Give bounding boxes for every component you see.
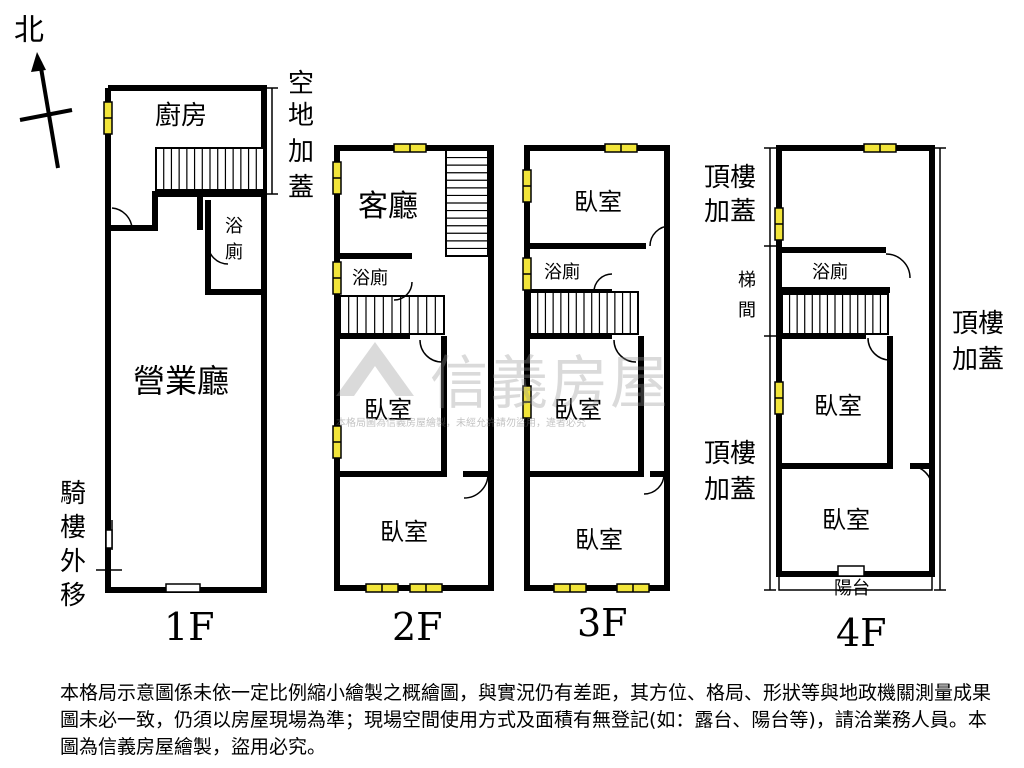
room-label-bedroom-2f-1: 臥室 bbox=[364, 396, 412, 424]
room-label-bedroom-2f-2: 臥室 bbox=[380, 518, 428, 546]
window-2f-west-3 bbox=[332, 425, 342, 459]
room-label-bath-2f: 浴廁 bbox=[352, 267, 388, 289]
window-2f-south-2 bbox=[409, 583, 443, 593]
window-3f-south-2 bbox=[616, 583, 650, 593]
window-4f-west-1 bbox=[774, 207, 784, 241]
room-label-balcony-4f: 陽台 bbox=[834, 578, 870, 599]
doors-4f bbox=[867, 253, 933, 489]
room-label-bath-1f: 浴廁 bbox=[225, 216, 243, 263]
stair-treads-4f bbox=[788, 294, 882, 334]
dimension-line-1f bbox=[266, 87, 278, 195]
arcade-marker bbox=[96, 520, 201, 593]
room-label-bedroom-4f-2: 臥室 bbox=[822, 506, 870, 534]
room-label-bath-3f: 浴廁 bbox=[544, 261, 580, 283]
window-2f-south-1 bbox=[365, 583, 399, 593]
annotation-rooftop-addition-3: 頂樓加蓋 bbox=[952, 309, 1004, 375]
window-4f-west-2 bbox=[774, 381, 784, 415]
annotation-rooftop-addition-1: 頂樓加蓋 bbox=[704, 163, 756, 227]
stair-treads-2f-upper bbox=[446, 156, 488, 250]
floor-4f bbox=[776, 145, 935, 577]
window-3f-west-2 bbox=[522, 257, 532, 291]
annotation-vacant-land-roof: 空地加蓋 bbox=[288, 69, 314, 203]
floor-label-2f: 2F bbox=[392, 605, 443, 649]
floor-label-4f: 4F bbox=[836, 611, 887, 655]
door-1f bbox=[111, 207, 229, 265]
disclaimer-text: 本格局示意圖係未依一定比例縮小繪製之概繪圖，與實況仍有差距，其方位、格局、形狀等… bbox=[60, 682, 992, 758]
window-3f-north bbox=[604, 143, 638, 153]
room-label-kitchen: 廚房 bbox=[155, 101, 207, 131]
window-3f-west-1 bbox=[522, 169, 532, 203]
stair-treads-1f bbox=[163, 148, 257, 190]
stair-treads-2f-lower bbox=[348, 296, 436, 334]
watermark-notice: 本格局圖為信義房屋繪製，未經允許請勿盜用，違者必究 bbox=[336, 418, 586, 429]
room-label-bedroom-4f-1: 臥室 bbox=[814, 392, 862, 420]
annotation-stairwell: 梯間 bbox=[738, 270, 756, 321]
watermark-logo bbox=[336, 342, 414, 396]
window-1f-west bbox=[103, 101, 113, 135]
room-label-bedroom-3f-1: 臥室 bbox=[574, 188, 622, 216]
room-label-living-room: 客廳 bbox=[358, 189, 418, 224]
floor-label-3f: 3F bbox=[577, 601, 628, 645]
window-2f-north bbox=[393, 143, 427, 153]
room-label-bath-4f: 浴廁 bbox=[812, 261, 848, 283]
watermark-brand: 信義房屋 bbox=[430, 349, 671, 417]
room-label-bedroom-3f-3: 臥室 bbox=[575, 526, 623, 554]
stairs-2f bbox=[339, 149, 489, 335]
doors-3f bbox=[593, 225, 671, 495]
annotation-rooftop-addition-2: 頂樓加蓋 bbox=[704, 439, 756, 505]
annotation-arcade-moved: 騎樓外移 bbox=[60, 479, 86, 611]
room-label-bedroom-3f-2: 臥室 bbox=[554, 396, 602, 424]
north-label: 北 bbox=[14, 13, 44, 48]
window-2f-west-1 bbox=[332, 161, 342, 195]
window-4f-north bbox=[863, 143, 897, 153]
window-3f-south-1 bbox=[553, 583, 587, 593]
compass: 北 bbox=[14, 13, 73, 169]
dimension-lines-4f bbox=[764, 147, 946, 591]
doors-2f bbox=[393, 281, 489, 499]
window-2f-west-2 bbox=[332, 261, 342, 295]
room-label-business-hall: 營業廳 bbox=[133, 362, 229, 400]
stair-treads-3f bbox=[537, 292, 631, 334]
balcony-4f bbox=[778, 565, 933, 591]
floor-label-1f: 1F bbox=[164, 605, 215, 649]
